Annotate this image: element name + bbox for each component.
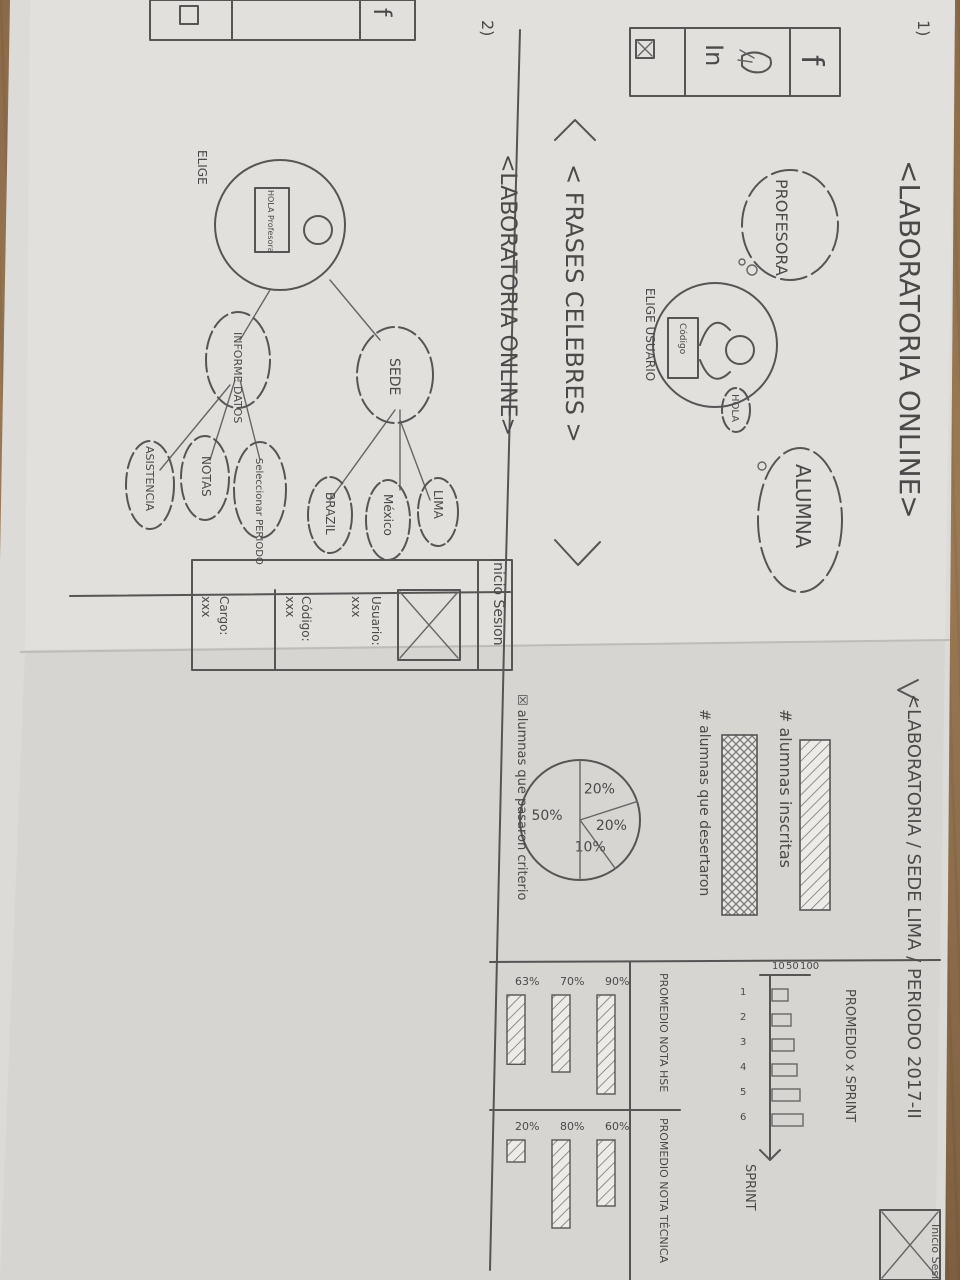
node-sede: SEDE — [386, 358, 402, 395]
avatar-sign-hola: HOLA — [729, 394, 740, 422]
sprint-xtick-5: 6 — [740, 1112, 746, 1123]
hse-label-0: 90% — [605, 975, 629, 988]
panel-2-number: 2) — [478, 20, 497, 36]
sprint-xtick-0: 1 — [740, 987, 746, 998]
login-title: Inicio Sesion — [490, 558, 506, 646]
inscritas-label: # alumnas inscritas — [776, 709, 795, 868]
sprint-xlabel: SPRINT — [742, 1164, 757, 1211]
tech-bar-0 — [596, 1139, 616, 1207]
pie-label-0: 20% — [584, 781, 615, 797]
frases-title: < FRASES CELEBRES > — [560, 164, 588, 443]
hse-bar-2 — [506, 994, 526, 1066]
sprint-bar-5 — [771, 1113, 804, 1127]
twitter-bird-icon — [737, 49, 772, 74]
hse-label-2: 63% — [515, 975, 539, 988]
node-seleccionar: Seleccionar PERIODO — [253, 458, 264, 565]
node-notas: NOTAS — [199, 456, 213, 497]
tech-bar-2 — [506, 1139, 526, 1163]
pie-label-1: 20% — [596, 818, 627, 834]
login-user-value: xxx — [349, 596, 363, 617]
avatar-sign-codigo: Código — [677, 323, 688, 355]
sprint-bar-1 — [771, 1013, 792, 1027]
login-code-value: xxx — [283, 596, 297, 617]
facebook-icon-2: f — [368, 8, 396, 17]
tech-label-0: 60% — [605, 1120, 629, 1133]
hse-label: PROMEDIO NOTA HSE — [657, 973, 670, 1092]
hse-label-1: 70% — [560, 975, 584, 988]
hse-bar-1 — [551, 994, 571, 1073]
hse-bar-0 — [596, 994, 616, 1095]
sprint-title: PROMEDIO x SPRINT — [842, 989, 857, 1122]
sprint-bar-4 — [771, 1088, 801, 1102]
sprint-ytick-2: 10 — [772, 961, 785, 972]
sprint-xtick-3: 4 — [740, 1062, 746, 1073]
instagram-icon: In — [700, 44, 728, 66]
sprint-bar-0 — [771, 988, 789, 1002]
corner-login: Inicio Sesi — [929, 1224, 942, 1279]
node-informe: INFORME DATOS — [231, 332, 244, 423]
login-code-label: Código: — [299, 596, 313, 642]
bubble-profesora: PROFESORA — [772, 179, 791, 276]
sprint-xtick-1: 2 — [740, 1012, 746, 1023]
desertaron-label: # alumnas que desertaron — [696, 709, 712, 896]
panel-3-frases: < FRASES CELEBRES > — [554, 119, 596, 443]
panel-1-number: 1) — [914, 20, 933, 36]
pie-label-2: 10% — [575, 839, 606, 855]
login-role-value: xxx — [199, 596, 213, 617]
pie-slice-2 — [579, 819, 616, 870]
sprint-xtick-2: 3 — [740, 1037, 746, 1048]
node-mexico: México — [381, 494, 395, 536]
dashboard-title: <LABORATORIA / SEDE LIMA / PERIODO 2017-… — [903, 694, 924, 1119]
sprint-bar-2 — [771, 1038, 795, 1052]
bubble-alumna: ALUMNA — [791, 464, 815, 549]
login-image-placeholder — [397, 589, 461, 661]
panel-1-user-selection: 1) <LABORATORIA ONLINE> f In PROFESORA A… — [554, 20, 933, 593]
panel-dividers — [69, 29, 941, 1271]
checkbox-icon — [635, 39, 655, 59]
panel-2-avatar-sign: HOLA Profesora — [266, 190, 275, 253]
tech-label-1: 80% — [560, 1120, 584, 1133]
pie-chart: 20% 20% 10% 50% — [519, 759, 641, 881]
pie-slice-1 — [579, 800, 638, 821]
sprint-ytick-0: 100 — [800, 961, 819, 972]
panel-4-dashboard: <LABORATORIA / SEDE LIMA / PERIODO 2017-… — [489, 679, 942, 1280]
elige-usuario-caption: ELIGE USUARIO — [643, 288, 657, 381]
pie-label-3: 50% — [531, 808, 562, 824]
panel-2-login: 2) <LABORATORIA ONLINE> f Inicio Sesion … — [125, 0, 520, 671]
pass-label: ☒ alumnas que pasaron criterio — [514, 694, 529, 900]
sprint-xtick-4: 5 — [740, 1087, 746, 1098]
node-asistencia: ASISTENCIA — [143, 446, 156, 512]
tech-bar-1 — [551, 1139, 571, 1229]
node-lima: LIMA — [431, 490, 445, 520]
panel-2-title: <LABORATORIA ONLINE> — [495, 154, 520, 436]
node-brazil: BRAZIL — [323, 492, 337, 535]
sprint-bar-3 — [771, 1063, 798, 1077]
login-user-label: Usuario: — [369, 596, 383, 646]
login-role-label: Cargo: — [217, 596, 231, 635]
panel-2-elige: ELIGE — [195, 150, 209, 185]
sprint-ytick-1: 50 — [786, 961, 799, 972]
checkbox-icon-2 — [179, 5, 199, 25]
tech-label: PROMEDIO NOTA TÉCNICA — [657, 1118, 670, 1264]
facebook-icon: f — [794, 55, 829, 67]
tech-label-2: 20% — [515, 1120, 539, 1133]
panel-1-title: <LABORATORIA ONLINE> — [893, 160, 926, 519]
